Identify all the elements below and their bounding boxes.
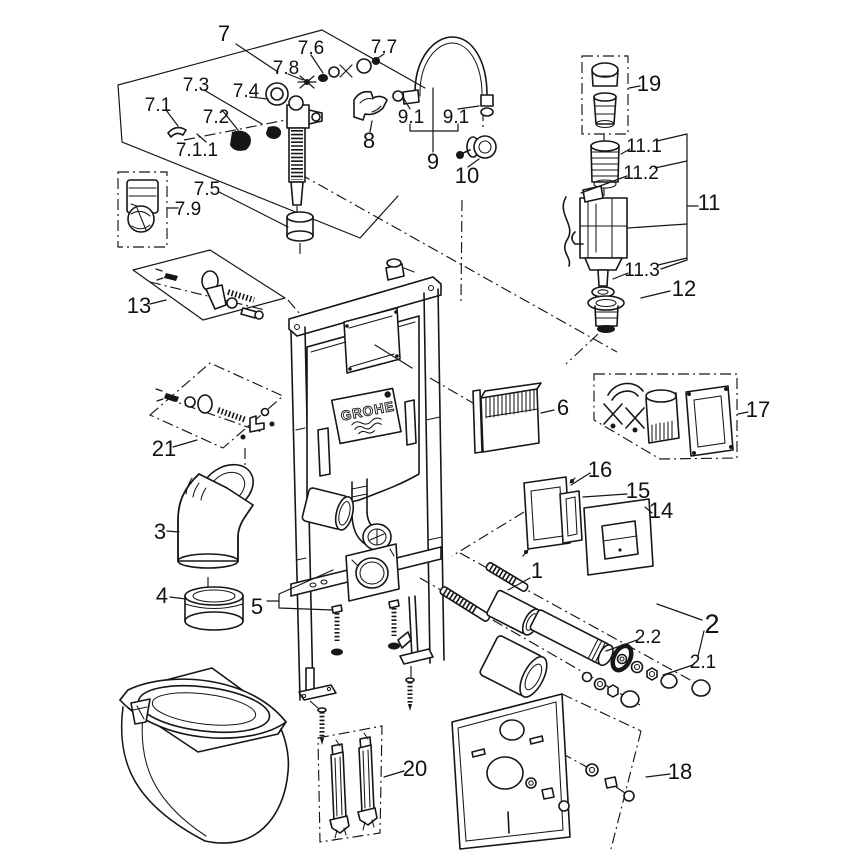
seal-cuff-4 [184,586,244,631]
part-label-4: 4 [156,583,168,608]
cistern: GROHE [306,307,420,507]
cap-7-2 [230,130,251,151]
part-label-6: 6 [557,395,569,420]
part-label-1: 1 [531,558,543,583]
bracket-set-13 [132,249,286,321]
hose-end-right [480,94,494,107]
sound-insulation-18 [451,693,635,850]
overflow-arm [607,382,644,401]
spacer-plate-15 [559,490,583,544]
bend-sleeve [301,487,355,531]
cone-seal-7-3 [266,126,282,139]
threaded-rods-1 [439,562,529,622]
bracket-set-21 [148,362,285,449]
hose-nut-left [392,90,404,102]
battery-canister [645,389,680,444]
part-label-7: 7 [218,21,230,46]
frame-bolt-right [388,599,400,650]
part-label-18: 18 [668,759,692,784]
angle-valve-10 [456,135,497,159]
part-label-7-3: 7.3 [183,75,209,96]
part-label-17: 17 [746,397,770,422]
part-label-11-2: 11.2 [623,163,659,184]
hose-nut-right [480,107,494,117]
frame-foot-left [298,667,337,745]
valve-seat-12 [587,295,625,333]
fixing-hardware-2-1 [581,653,711,708]
valve-body-11 [571,185,628,298]
frame-bolt-left [331,604,343,656]
mounting-frame-17 [685,385,734,457]
part-label-7-9: 7.9 [175,199,201,220]
service-set-17 [593,373,738,460]
leader-lines [149,43,749,778]
part-label-9-1b: 9.1 [443,107,469,128]
fill-valve-7 [167,57,380,242]
rail-right [357,732,378,831]
handle-box-7-9 [117,171,168,248]
part-label-7-5: 7.5 [194,179,220,200]
float-11-1 [590,140,620,189]
part-label-2-1: 2.1 [690,652,716,673]
part-label-11-1: 11.1 [626,136,662,157]
grohe-logo: GROHE [330,387,402,445]
part-label-5: 5 [251,594,263,619]
part-label-13: 13 [127,293,151,318]
connection-set-2 [479,589,711,708]
fitting-7-8 [297,75,317,89]
rail-left [329,739,350,839]
overflow-tube-11-2 [562,196,571,267]
part-label-9: 9 [427,149,439,174]
frame-top-fitting [385,258,415,281]
rosette [479,635,548,698]
part-label-10: 10 [455,163,479,188]
cap-box-19 [581,55,629,135]
pipe-clamp-8 [353,90,388,121]
ring-7-4 [265,82,289,106]
part-label-11-3: 11.3 [624,260,660,281]
frame-right-rail [423,288,445,664]
flush-valve-11 [562,140,628,298]
seals-7-6 [318,64,353,82]
part-label-2-2: 2.2 [635,627,661,648]
part-label-7-2: 7.2 [203,107,229,128]
toilet-bowl [119,667,290,844]
shank-cup-7-5 [286,211,314,223]
part-label-21: 21 [152,436,176,461]
part-label-12: 12 [672,276,696,301]
supply-hose-9 [392,36,494,117]
part-label-7-7: 7.7 [371,37,397,58]
outlet-housing [345,543,400,602]
crossed-out-marks [603,403,645,433]
part-label-7-1-1: 7.1.1 [176,140,218,161]
part-label-19: 19 [637,71,661,96]
part-label-16: 16 [588,457,612,482]
part-label-7-4: 7.4 [233,81,260,102]
gasket [610,643,634,673]
actuation-plate-14 [583,498,654,576]
flush-bend-3 [177,463,355,569]
part-label-8: 8 [363,128,375,153]
part-label-11: 11 [698,190,721,215]
part-label-9-1a: 9.1 [398,107,424,128]
part-label-14: 14 [649,498,673,523]
group-7-plane [117,29,426,239]
part-label-7-1: 7.1 [145,95,171,116]
part-label-7-8: 7.8 [273,58,299,79]
rings-7-7 [356,57,380,74]
hose-end-left [402,89,420,105]
frame-foot-right [397,595,434,711]
part-labels: 7 7.6 7.7 7.8 7.3 7.4 7.1 7.2 7.1.1 7.5 … [127,21,770,784]
inspection-shaft-6 [472,382,542,454]
installation-frame: GROHE [288,258,445,745]
part-label-15: 15 [626,478,650,503]
insulation-screws [525,763,635,812]
extension-set-20 [317,725,383,843]
part-label-7-6: 7.6 [298,38,324,59]
clip-7-1-1 [167,126,187,138]
part-label-3: 3 [154,519,166,544]
part-label-20: 20 [403,756,427,781]
part-label-2: 2 [704,609,719,639]
